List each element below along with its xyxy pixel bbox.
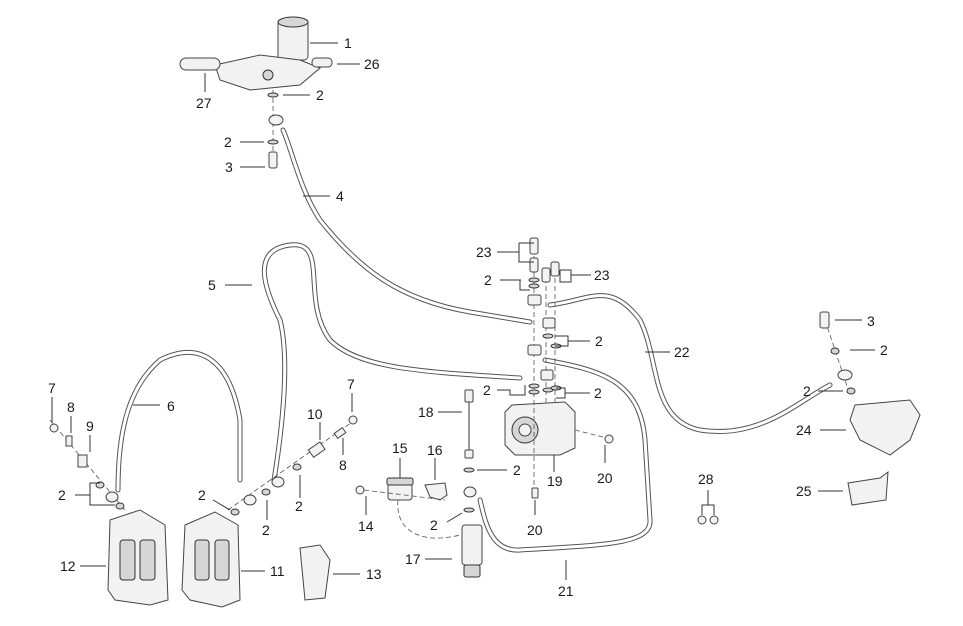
callout-2[interactable]: 2 [483, 382, 491, 398]
callout-22[interactable]: 22 [674, 344, 690, 360]
front-master-cylinder [179, 16, 333, 91]
hose-6 [115, 350, 243, 493]
rear-brake-pads [847, 470, 889, 506]
callout-13[interactable]: 13 [366, 566, 382, 582]
washer [267, 139, 279, 145]
callout-1[interactable]: 1 [344, 35, 352, 51]
callout-9[interactable]: 9 [86, 418, 94, 434]
callout-2[interactable]: 2 [316, 87, 324, 103]
callout-23[interactable]: 23 [594, 267, 610, 283]
callout-26[interactable]: 26 [364, 56, 380, 72]
callout-7[interactable]: 7 [347, 376, 355, 392]
front-left-caliper [107, 509, 169, 606]
callout-8[interactable]: 8 [67, 399, 75, 415]
callout-3[interactable]: 3 [225, 159, 233, 175]
callout-5[interactable]: 5 [208, 277, 216, 293]
rear-caliper [849, 399, 921, 456]
callout-20[interactable]: 20 [597, 470, 613, 486]
callout-8[interactable]: 8 [339, 457, 347, 473]
callout-2[interactable]: 2 [803, 383, 811, 399]
callout-12[interactable]: 12 [60, 558, 76, 574]
callout-15[interactable]: 15 [392, 440, 408, 456]
reservoir-bracket [424, 482, 448, 501]
screw-14 [355, 485, 365, 495]
callout-11[interactable]: 11 [270, 563, 285, 579]
washer [267, 92, 279, 98]
banjo-fitting [268, 114, 284, 126]
callout-24[interactable]: 24 [796, 422, 812, 438]
rear-banjo-bolt [819, 311, 830, 329]
callout-2[interactable]: 2 [58, 487, 66, 503]
leader-lines [51, 42, 875, 580]
callout-28[interactable]: 28 [698, 471, 714, 487]
front-right-caliper [181, 511, 241, 608]
callout-2[interactable]: 2 [224, 134, 232, 150]
callout-2[interactable]: 2 [262, 522, 270, 538]
callout-25[interactable]: 25 [796, 483, 812, 499]
callout-2[interactable]: 2 [430, 517, 438, 533]
callout-2[interactable]: 2 [513, 462, 521, 478]
callout-2[interactable]: 2 [880, 342, 888, 358]
callout-19[interactable]: 19 [547, 473, 563, 489]
abs-bolt [604, 434, 614, 444]
hose-4 [280, 127, 533, 325]
abs-module [504, 401, 576, 456]
callout-2[interactable]: 2 [594, 385, 602, 401]
nut [709, 515, 719, 525]
hose-5 [261, 242, 523, 483]
front-brake-pads [299, 544, 331, 601]
callout-18[interactable]: 18 [418, 404, 434, 420]
callout-27[interactable]: 27 [196, 95, 212, 111]
callout-2[interactable]: 2 [595, 333, 603, 349]
hose-21 [477, 357, 653, 553]
callout-2[interactable]: 2 [198, 487, 206, 503]
callout-20[interactable]: 20 [527, 522, 543, 538]
rear-master-cylinder [461, 524, 483, 578]
callout-23[interactable]: 23 [476, 244, 492, 260]
callout-2[interactable]: 2 [295, 498, 303, 514]
callout-16[interactable]: 16 [427, 442, 443, 458]
callout-labels: 1 26 27 2 2 3 4 5 6 7 8 9 2 12 2 2 11 10… [48, 35, 888, 599]
nut [697, 515, 707, 525]
callout-7[interactable]: 7 [48, 380, 56, 396]
rear-reservoir [386, 477, 414, 501]
hose-22 [547, 293, 833, 434]
callout-21[interactable]: 21 [558, 583, 574, 599]
callout-17[interactable]: 17 [405, 551, 421, 567]
banjo-bolt [268, 151, 278, 169]
brake-light-switch [464, 389, 474, 403]
callout-2[interactable]: 2 [484, 272, 492, 288]
callout-10[interactable]: 10 [307, 406, 323, 422]
abs-bolt-lower [531, 487, 539, 499]
callout-6[interactable]: 6 [167, 398, 175, 414]
callout-14[interactable]: 14 [358, 518, 374, 534]
callout-3[interactable]: 3 [867, 313, 875, 329]
callout-4[interactable]: 4 [336, 188, 344, 204]
